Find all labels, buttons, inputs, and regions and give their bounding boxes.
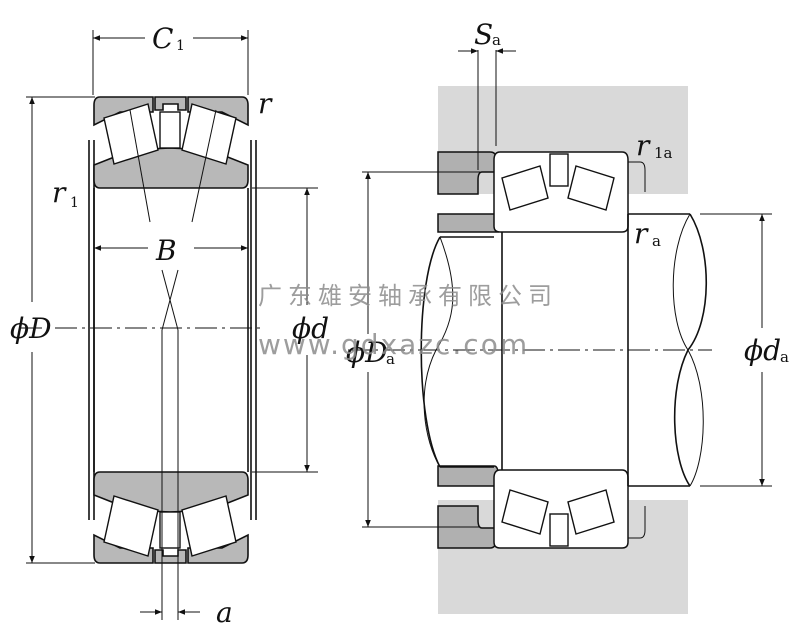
- contact-line-tr: [191, 109, 217, 223]
- label-S: S: [474, 18, 493, 51]
- label-r1: r: [52, 176, 67, 209]
- r1a-fillet-bottom: [628, 506, 646, 539]
- shaft-break-right-b: [673, 213, 708, 487]
- shaft-spacer-bottom: [437, 465, 499, 487]
- roller-top-right: [181, 103, 237, 165]
- cage-r-bottom: [549, 513, 569, 547]
- label-phiDa: ϕD: [346, 336, 388, 369]
- cage-bottom: [159, 511, 181, 549]
- watermark-website: www.gdxazc.com: [258, 328, 529, 361]
- label-r1a-sub: 1a: [654, 144, 673, 162]
- roller-bottom-right: [181, 495, 237, 557]
- label-ra: r: [634, 217, 649, 250]
- label-phida-sub: a: [780, 348, 789, 366]
- spacer-top: [154, 96, 187, 111]
- left-bearing-section: C 1 r r 1 ϕD B ϕd a: [10, 22, 329, 629]
- label-phiDa-sub: a: [386, 350, 395, 368]
- label-a: a: [216, 596, 233, 629]
- label-phid: ϕd: [292, 312, 329, 345]
- label-r1a: r: [636, 129, 651, 162]
- r1a-fillet: [628, 161, 646, 192]
- roller-bottom-left: [103, 495, 159, 557]
- label-r: r: [258, 87, 273, 120]
- label-r1-sub: 1: [70, 195, 79, 211]
- roller-top-left: [103, 103, 159, 165]
- roller-r-tl: [501, 165, 549, 211]
- cage-r-top: [549, 153, 569, 187]
- label-c-sub: 1: [176, 38, 185, 54]
- roller-r-tr: [567, 165, 615, 211]
- label-B: B: [155, 234, 177, 267]
- label-S-sub: a: [492, 31, 501, 49]
- right-mounting-section: S a r 1a r a ϕD a ϕd a: [346, 18, 789, 614]
- shaft-spacer-top: [437, 213, 499, 233]
- spacer-bottom: [154, 549, 187, 564]
- contact-line-tl: [129, 109, 151, 223]
- label-c: C: [152, 22, 173, 55]
- label-phida: ϕd: [744, 334, 781, 367]
- roller-r-bl: [501, 489, 549, 535]
- watermark-company: 广东雄安轴承有限公司: [258, 282, 558, 310]
- label-ra-sub: a: [652, 232, 661, 250]
- roller-r-br: [567, 489, 615, 535]
- cage-top: [159, 111, 181, 149]
- label-phiD: ϕD: [10, 312, 52, 345]
- housing-shoulder-top: [437, 151, 497, 195]
- contact-line-x2: [161, 269, 179, 331]
